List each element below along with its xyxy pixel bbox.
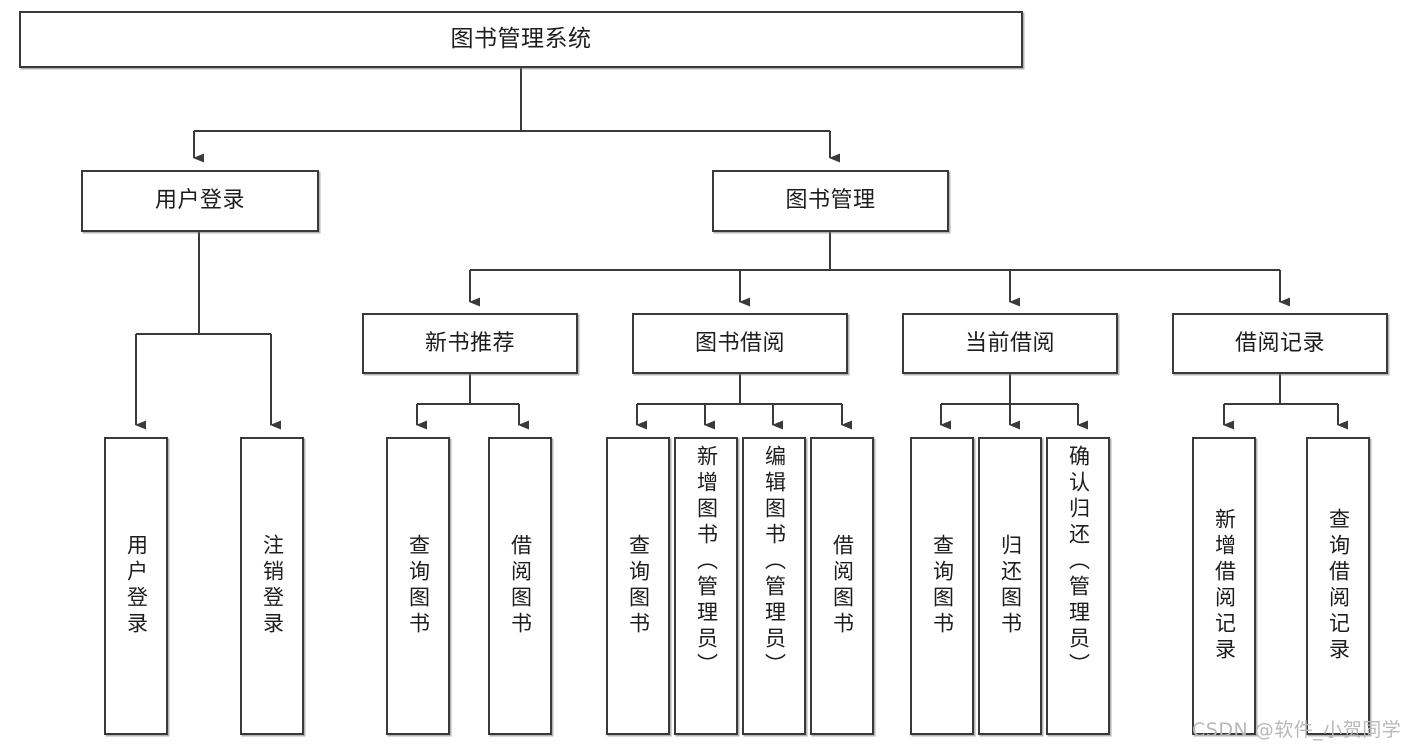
leaf-current-borrow-confirm-return-admin[interactable]: 确认归还（管理员） [1046,437,1110,735]
node-label: 图书借阅 [694,330,785,356]
leaf-user-login-logout[interactable]: 注销登录 [240,437,304,735]
node-label: 注销登录 [260,534,285,638]
leaf-borrow-record-add-record[interactable]: 新增借阅记录 [1192,437,1256,735]
node-label: 编辑图书（管理员） [762,445,787,679]
node-book-borrowing[interactable]: 图书借阅 [632,313,848,374]
leaf-book-borrow-query-books[interactable]: 查询图书 [606,437,670,735]
leaf-current-borrow-return-books[interactable]: 归还图书 [978,437,1042,735]
node-label: 查询图书 [930,534,955,638]
node-label: 借阅图书 [508,534,533,638]
node-label: 新增借阅记录 [1212,508,1237,664]
node-label: 查询借阅记录 [1326,508,1351,664]
node-current-borrowing[interactable]: 当前借阅 [902,313,1118,374]
node-label: 借阅记录 [1234,330,1325,356]
node-root-library-management-system[interactable]: 图书管理系统 [19,11,1023,68]
node-label: 查询图书 [626,534,651,638]
node-label: 新增图书（管理员） [694,445,719,679]
node-label: 用户登录 [154,188,245,214]
leaf-book-borrow-add-book-admin[interactable]: 新增图书（管理员） [674,437,738,735]
leaf-new-book-query-books[interactable]: 查询图书 [386,437,450,735]
csdn-watermark: CSDN @软件_小贺同学 [1192,719,1402,741]
node-user-login[interactable]: 用户登录 [81,170,319,232]
leaf-user-login-login[interactable]: 用户登录 [104,437,168,735]
node-new-book-recommendation[interactable]: 新书推荐 [362,313,578,374]
leaf-book-borrow-borrow-books[interactable]: 借阅图书 [810,437,874,735]
node-label: 新书推荐 [424,330,515,356]
node-label: 确认归还（管理员） [1066,445,1091,679]
node-label: 当前借阅 [964,330,1055,356]
leaf-borrow-record-query-record[interactable]: 查询借阅记录 [1306,437,1370,735]
node-borrowing-record[interactable]: 借阅记录 [1172,313,1388,374]
leaf-current-borrow-query-books[interactable]: 查询图书 [910,437,974,735]
leaf-new-book-borrow-books[interactable]: 借阅图书 [488,437,552,735]
node-label: 查询图书 [406,534,431,638]
leaf-book-borrow-edit-book-admin[interactable]: 编辑图书（管理员） [742,437,806,735]
node-label: 借阅图书 [830,534,855,638]
node-label: 归还图书 [998,534,1023,638]
node-book-management[interactable]: 图书管理 [712,170,949,232]
node-label: 用户登录 [124,534,149,638]
node-label: 图书管理 [785,188,876,214]
node-label: 图书管理系统 [450,25,592,52]
